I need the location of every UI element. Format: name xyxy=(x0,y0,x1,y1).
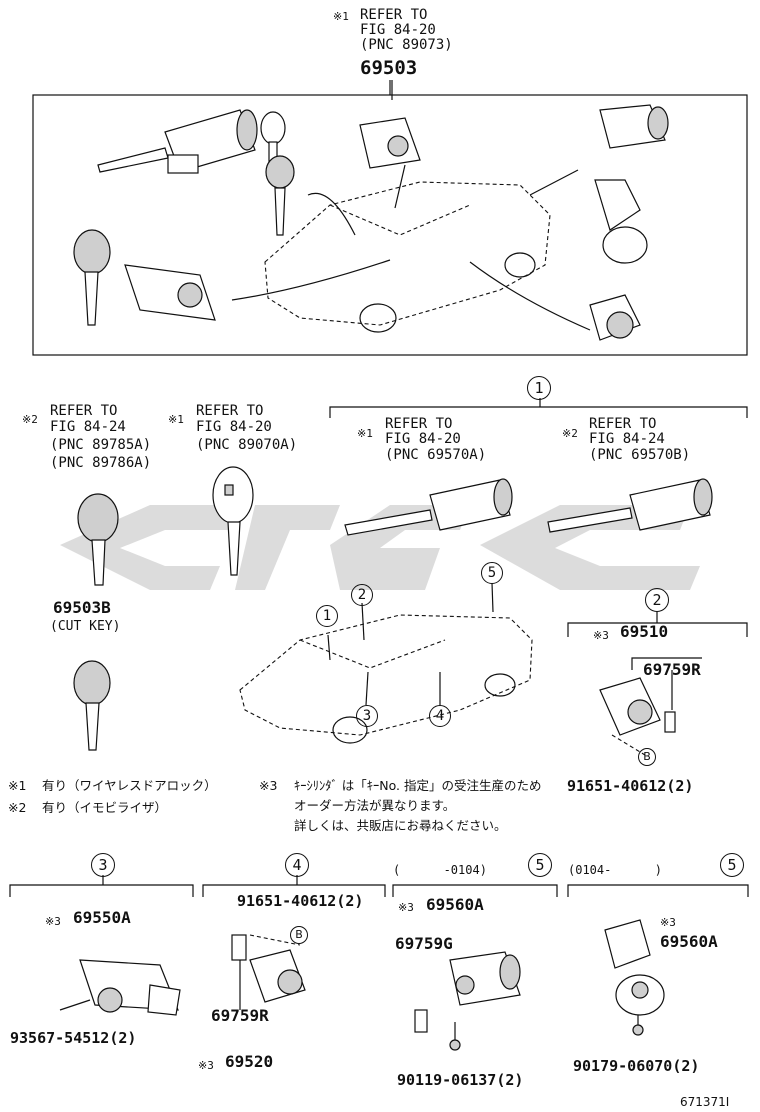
group5a-sub-part: 69759G xyxy=(395,934,453,953)
group1-left-mark: ※1 xyxy=(357,427,373,440)
group1-bracket xyxy=(329,406,748,418)
note3-line-2: オーダー方法が異なります。 xyxy=(294,798,456,813)
car-callout-2: 2 xyxy=(351,584,373,606)
key-immobilizer-refer-3: (PNC 89785A) xyxy=(50,437,152,453)
trunk-lock-top xyxy=(589,104,669,341)
top-part-number: 69503 xyxy=(360,57,418,79)
group3-screw: 93567-54512(2) xyxy=(10,1029,137,1047)
note2-mark: ※2 xyxy=(8,800,27,815)
group5b-callout: 5 xyxy=(720,853,744,877)
car-callout-5: 5 xyxy=(481,562,503,584)
group2-mark: ※3 xyxy=(593,629,609,642)
note3-line-3: 詳しくは、共販店にお尋ねください。 xyxy=(294,818,507,833)
group5a-screw: 90119-06137(2) xyxy=(397,1071,524,1089)
note2-text: 有り（イモビライザ） xyxy=(42,800,168,815)
group2-sub-part: 69759R xyxy=(643,660,701,679)
key-wireless-refer-1: REFER TO xyxy=(196,403,264,419)
group5b-screw: 90179-06070(2) xyxy=(573,1057,700,1075)
key-cut xyxy=(73,660,111,751)
ignition-cylinder-b xyxy=(547,478,713,533)
trunk-lock-cylinder-a xyxy=(414,951,521,1051)
door-lock-cylinder-top xyxy=(124,117,421,321)
group1-left-refer-3: (PNC 69570A) xyxy=(385,447,487,463)
group1-right-refer-1: REFER TO xyxy=(589,416,657,432)
group2-circle-b: B xyxy=(638,748,656,766)
group4-mark: ※3 xyxy=(198,1059,214,1072)
group5a-part-number: 69560A xyxy=(426,895,484,914)
note1-text: 有り（ワイヤレスドアロック） xyxy=(42,778,217,793)
key-wireless-refer-3: (PNC 89070A) xyxy=(196,437,298,453)
key-immobilizer xyxy=(77,493,119,586)
group4-part-number: 69520 xyxy=(225,1052,274,1071)
group4-bracket xyxy=(202,884,386,897)
cut-key-part-number: 69503B xyxy=(53,598,111,617)
ignition-cylinder-top xyxy=(97,109,258,174)
group1-right-refer-3: (PNC 69570B) xyxy=(589,447,691,463)
group1-right-refer-2: FIG 84-24 xyxy=(589,431,665,447)
group5b-date-range: (0104- ) xyxy=(568,863,662,877)
group5a-bracket xyxy=(392,884,558,897)
cut-key-label: (CUT KEY) xyxy=(50,619,121,634)
group2-bolt: 91651-40612(2) xyxy=(567,777,694,795)
group3-part-number: 69550A xyxy=(73,908,131,927)
group4-sub-part: 69759R xyxy=(211,1006,269,1025)
group3-mark: ※3 xyxy=(45,915,61,928)
car-outline-mid xyxy=(239,582,533,744)
group5b-bracket xyxy=(567,884,749,897)
key-set-top xyxy=(73,111,295,326)
top-refer-line-3: (PNC 89073) xyxy=(360,37,453,53)
note3-mark: ※3 xyxy=(259,778,278,793)
group5b-part-number: 69560A xyxy=(660,932,718,951)
figure-id: 671371I xyxy=(680,1095,730,1109)
key-wireless-refer-2: FIG 84-20 xyxy=(196,419,272,435)
group1-callout: 1 xyxy=(527,376,551,400)
car-callout-4: 4 xyxy=(429,705,451,727)
note3-line-1: ｷｰｼﾘﾝﾀﾞ は「ｷｰNo. 指定」の受注生産のため xyxy=(294,778,542,793)
door-lock-cylinder-4 xyxy=(231,934,306,1010)
group2-part-number: 69510 xyxy=(620,622,669,641)
top-mark: ※1 xyxy=(333,10,349,23)
car-callout-1: 1 xyxy=(316,605,338,627)
group1-right-mark: ※2 xyxy=(562,427,578,440)
top-refer-line-2: FIG 84-20 xyxy=(360,22,436,38)
ignition-cylinder-a xyxy=(344,478,513,536)
glove-box-lock xyxy=(59,959,181,1016)
key-immobilizer-refer-1: REFER TO xyxy=(50,403,118,419)
top-refer-line-1: REFER TO xyxy=(360,7,428,23)
car-outline-top xyxy=(231,164,591,333)
key-wireless xyxy=(212,466,254,576)
group5b-mark: ※3 xyxy=(660,916,676,929)
key-immobilizer-refer-2: FIG 84-24 xyxy=(50,419,126,435)
group4-circle-b: B xyxy=(290,926,308,944)
group4-callout: 4 xyxy=(285,853,309,877)
group4-bolt: 91651-40612(2) xyxy=(237,892,364,910)
group3-callout: 3 xyxy=(91,853,115,877)
key-wireless-mark: ※1 xyxy=(168,413,184,426)
group5a-mark: ※3 xyxy=(398,901,414,914)
group5a-date-range: ( -0104) xyxy=(393,863,487,877)
key-immobilizer-refer-4: (PNC 89786A) xyxy=(50,455,152,471)
group3-bracket xyxy=(9,884,194,897)
note1-mark: ※1 xyxy=(8,778,27,793)
car-callout-3: 3 xyxy=(356,705,378,727)
group1-left-refer-2: FIG 84-20 xyxy=(385,431,461,447)
trunk-lock-cylinder-b xyxy=(604,919,665,1036)
key-immobilizer-mark: ※2 xyxy=(22,413,38,426)
group5a-callout: 5 xyxy=(528,853,552,877)
group1-left-refer-1: REFER TO xyxy=(385,416,453,432)
door-lock-cylinder-2 xyxy=(599,677,676,756)
group2-callout: 2 xyxy=(645,588,669,612)
